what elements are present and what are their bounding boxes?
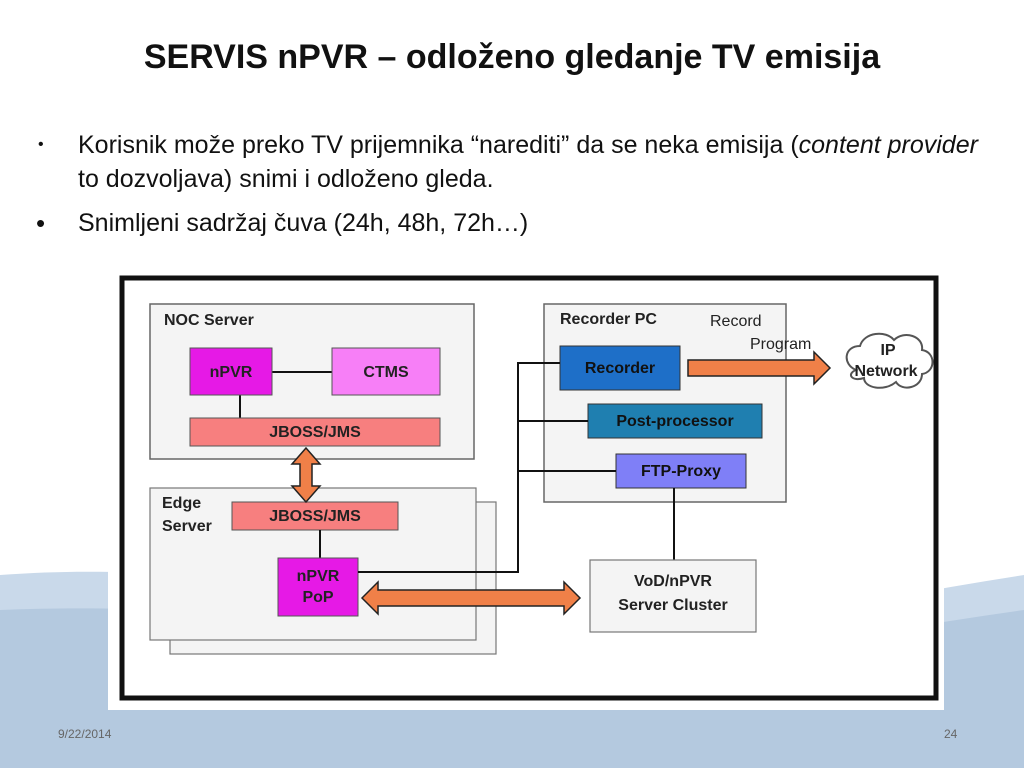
npvr-pop-label: PoP — [302, 589, 333, 606]
record-program-arrow — [687, 350, 832, 386]
record-program-label: Program — [750, 336, 811, 353]
jboss-edge-label: JBOSS/JMS — [269, 508, 361, 525]
post-processor-label: Post-processor — [616, 413, 733, 430]
slide-page-number: 24 — [944, 727, 958, 741]
recorder-label: Recorder — [585, 360, 655, 377]
npvr-architecture-diagram: NOC Server nPVR CTMS JBOSS/JMS Edge Serv… — [108, 268, 944, 710]
connector-pop-bus — [358, 362, 560, 573]
bullet-text-emphasis: content provider — [798, 131, 978, 159]
npvr-pop-box — [277, 557, 359, 617]
npvr-label: nPVR — [210, 364, 253, 381]
bullet-text-post: to dozvoljava) snimi i odloženo gleda. — [78, 165, 494, 193]
edge-server-label: Edge — [162, 495, 201, 512]
vod-cluster-label: VoD/nPVR — [634, 573, 712, 590]
ctms-box — [331, 347, 441, 396]
npvr-pop-label: nPVR — [297, 568, 340, 585]
bullet-marker: • — [38, 136, 44, 153]
recorder-box — [559, 345, 681, 391]
ip-network-label: IP — [880, 342, 895, 359]
edge-server-label: Server — [162, 518, 212, 535]
ftp-proxy-box — [615, 453, 747, 489]
bullet-item: • Korisnik može preko TV prijemnika “nar… — [38, 128, 988, 196]
slide-date: 9/22/2014 — [58, 727, 112, 741]
bullet-marker: • — [36, 208, 46, 238]
record-program-label: Record — [710, 313, 762, 330]
ip-network-label: Network — [854, 363, 917, 380]
post-processor-box — [587, 403, 763, 439]
bullet-text-pre: Korisnik može preko TV prijemnika “nared… — [78, 131, 799, 159]
bullet-text: Snimljeni sadržaj čuva (24h, 48h, 72h…) — [78, 209, 529, 237]
jboss-noc-label: JBOSS/JMS — [269, 424, 361, 441]
npvr-box — [189, 347, 273, 396]
bullet-item: • Snimljeni sadržaj čuva (24h, 48h, 72h…… — [36, 206, 988, 240]
ctms-label: CTMS — [363, 364, 409, 381]
vod-cluster-box — [589, 559, 757, 633]
pop-vod-arrow — [360, 580, 582, 616]
ftp-proxy-label: FTP-Proxy — [641, 463, 721, 480]
bullet-list: • Korisnik može preko TV prijemnika “nar… — [36, 128, 988, 250]
jboss-edge-box — [231, 501, 399, 531]
vod-cluster-label: Server Cluster — [618, 597, 727, 614]
jboss-sync-arrow — [290, 446, 322, 504]
slide-title: SERVIS nPVR – odloženo gledanje TV emisi… — [143, 38, 881, 76]
noc-server-label: NOC Server — [164, 312, 254, 329]
ip-network-cloud — [845, 332, 934, 389]
recorder-pc-label: Recorder PC — [560, 311, 657, 328]
jboss-noc-box — [189, 417, 441, 447]
